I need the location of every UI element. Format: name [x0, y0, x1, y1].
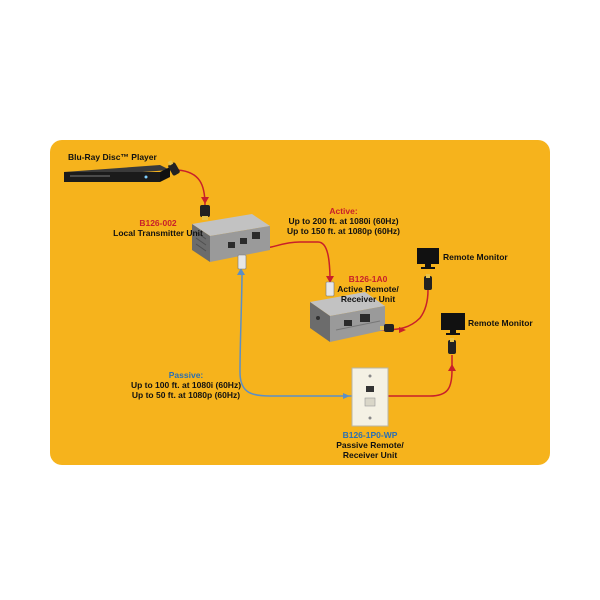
passive-receiver-name1: Passive Remote/ [336, 440, 404, 450]
passive-receiver-name2: Receiver Unit [342, 450, 398, 460]
transmitter-model: B126-002 [139, 218, 177, 228]
rj45-plug-icon [325, 281, 335, 297]
hdmi-plug-icon [448, 338, 456, 354]
passive-receiver-model: B126-1P0-WP [342, 430, 398, 440]
hdmi-cable-passive [388, 355, 453, 397]
rj45-plug-icon [237, 254, 247, 270]
arrow-icon [326, 276, 334, 283]
active-receiver-name1: Active Remote/ [337, 284, 399, 294]
hdmi-cable-player [177, 169, 206, 206]
active-line2: Up to 150 ft. at 1080p (60Hz) [287, 226, 400, 236]
active-cable [261, 241, 331, 283]
receiver-box-icon [310, 292, 385, 342]
arrow-icon [343, 393, 350, 399]
diagram-background [50, 140, 550, 465]
arrow-icon [201, 197, 209, 204]
arrow-icon [399, 327, 406, 333]
active-spec: Active: Up to 200 ft. at 1080i (60Hz) Up… [276, 206, 411, 236]
hdmi-cable-active [379, 289, 429, 331]
passive-line1: Up to 100 ft. at 1080i (60Hz) [130, 380, 242, 390]
hdmi-plug-icon [380, 324, 394, 332]
active-line1: Up to 200 ft. at 1080i (60Hz) [288, 216, 399, 226]
active-receiver-label: B126-1A0 Active Remote/ Receiver Unit [328, 274, 408, 304]
transmitter-label: B126-002 Local Transmitter Unit [98, 218, 218, 238]
monitor-icon [441, 313, 465, 335]
transmitter-box-icon [192, 214, 270, 262]
passive-spec: Passive: Up to 100 ft. at 1080i (60Hz) U… [116, 370, 256, 400]
arrow-icon [237, 268, 245, 275]
hdmi-plug-icon [200, 205, 210, 220]
blu-ray-player-icon [64, 165, 170, 182]
monitor-bottom-label: Remote Monitor [468, 318, 533, 328]
arrow-icon [448, 364, 456, 371]
active-receiver-name2: Receiver Unit [340, 294, 396, 304]
passive-cable [239, 271, 352, 397]
transmitter-name: Local Transmitter Unit [113, 228, 203, 238]
passive-line2: Up to 50 ft. at 1080p (60Hz) [131, 390, 241, 400]
active-receiver-model: B126-1A0 [348, 274, 388, 284]
active-title: Active: [329, 206, 358, 216]
passive-title: Passive: [168, 370, 204, 380]
monitor-icon [417, 248, 439, 269]
wall-plate-icon [351, 367, 389, 427]
blu-ray-player-label: Blu-Ray Disc™ Player [68, 152, 157, 162]
hdmi-plug-icon [167, 160, 180, 176]
hdmi-plug-icon [424, 274, 432, 290]
passive-receiver-label: B126-1P0-WP Passive Remote/ Receiver Uni… [325, 430, 415, 460]
monitor-top-label: Remote Monitor [443, 252, 508, 262]
